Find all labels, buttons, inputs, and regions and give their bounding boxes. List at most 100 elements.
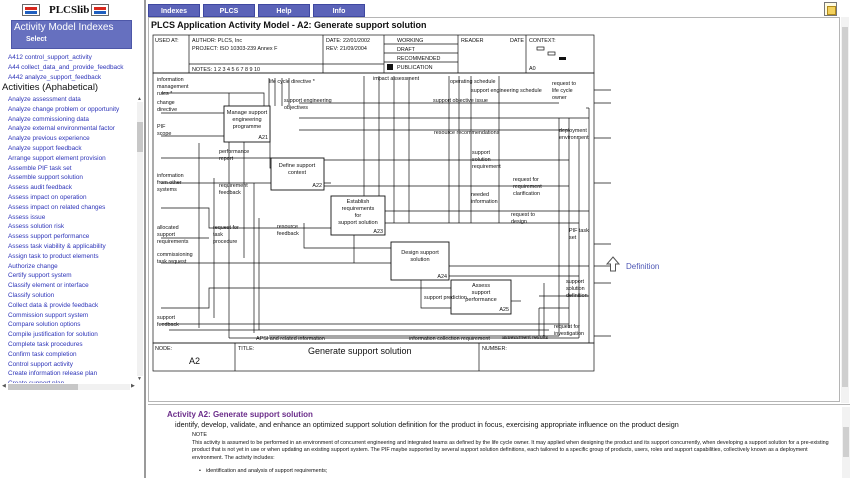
activity-link[interactable]: Complete task procedures bbox=[8, 340, 83, 348]
arrow-label: information collection requirement bbox=[409, 336, 490, 342]
page-title: PLCS Application Activity Model - A2: Ge… bbox=[151, 20, 427, 30]
svg-text:A21: A21 bbox=[258, 135, 268, 141]
arrow-label: performance bbox=[219, 149, 249, 155]
activity-box-a24[interactable]: Design support solution A24 bbox=[390, 241, 450, 281]
flag-icon bbox=[91, 4, 109, 16]
activity-link[interactable]: Analyze external environmental factor bbox=[8, 125, 115, 133]
activity-link[interactable]: Classify element or interface bbox=[8, 282, 89, 290]
select-label[interactable]: Select bbox=[26, 36, 47, 43]
svg-text:Assess: Assess bbox=[472, 283, 490, 289]
activity-link[interactable]: Certify support system bbox=[8, 272, 72, 280]
svg-text:A22: A22 bbox=[312, 183, 322, 189]
arrow-label: support prediction bbox=[424, 295, 467, 301]
definition-link[interactable]: Definition bbox=[606, 256, 666, 274]
scroll-up-icon[interactable]: ▲ bbox=[137, 96, 142, 102]
activity-link[interactable]: Analyze previous experience bbox=[8, 135, 90, 143]
activity-link[interactable]: Analyze commissioning data bbox=[8, 115, 89, 123]
up-arrow-icon bbox=[606, 256, 620, 272]
activity-box-a22[interactable]: Define support context A22 bbox=[270, 157, 325, 191]
arrow-label: feedback bbox=[157, 322, 179, 328]
print-icon[interactable] bbox=[824, 2, 837, 16]
svg-text:programme: programme bbox=[233, 124, 262, 130]
scroll-right-icon[interactable]: ▶ bbox=[131, 383, 135, 389]
activity-link[interactable]: Confirm task completion bbox=[8, 350, 77, 358]
activity-link[interactable]: Assess issue bbox=[8, 213, 46, 221]
activity-link[interactable]: Assess task viability & applicability bbox=[8, 242, 106, 250]
author-text: AUTHOR: PLCS, Inc bbox=[192, 38, 242, 44]
arrow-label: directive bbox=[157, 107, 177, 113]
scroll-thumb[interactable] bbox=[137, 122, 143, 152]
scroll-down-icon[interactable]: ▼ bbox=[137, 376, 142, 382]
activity-link[interactable]: Assemble PIF task set bbox=[8, 164, 72, 172]
activity-link[interactable]: Arrange support element provision bbox=[8, 154, 106, 162]
activity-link[interactable]: Create support plan bbox=[8, 379, 136, 383]
app-title: PLCSlib bbox=[49, 4, 90, 16]
index-selector[interactable]: Activity Model Indexes Select bbox=[11, 20, 132, 49]
definition-label[interactable]: Definition bbox=[626, 262, 660, 271]
activity-link[interactable]: Control support activity bbox=[8, 360, 73, 368]
activity-link[interactable]: Assess impact on operation bbox=[8, 193, 87, 201]
activity-box-a21[interactable]: Manage support engineering programme A21 bbox=[223, 105, 271, 143]
activity-link[interactable]: Assess impact on related changes bbox=[8, 203, 106, 211]
diagram-vertical-scrollbar[interactable] bbox=[841, 17, 849, 403]
diagram-frame: PLCS Application Activity Model - A2: Ge… bbox=[148, 17, 840, 402]
arrow-label: life cycle directive * bbox=[269, 79, 316, 85]
reader-text: READER bbox=[461, 38, 484, 44]
nav-link[interactable]: A412 control_support_activity bbox=[8, 54, 92, 61]
scroll-thumb[interactable] bbox=[8, 384, 78, 390]
scroll-thumb[interactable] bbox=[843, 427, 849, 457]
diagram-footer: NODE: A2 TITLE: Generate support solutio… bbox=[152, 342, 595, 372]
flag-icon bbox=[22, 4, 40, 16]
activity-link[interactable]: Assign task to product elements bbox=[8, 252, 99, 260]
activity-link[interactable]: Assess solution risk bbox=[8, 223, 65, 231]
activity-link[interactable]: Assemble support solution bbox=[8, 174, 83, 182]
nav-horizontal-scrollbar[interactable]: ◀ ▶ bbox=[2, 383, 136, 391]
menu-help[interactable]: Help bbox=[258, 4, 310, 17]
arrow-label: APSI and related information bbox=[256, 336, 325, 342]
note-label: NOTE bbox=[192, 432, 207, 438]
activity-link[interactable]: Collect data & provide feedback bbox=[8, 301, 99, 309]
arrow-label: report bbox=[219, 156, 234, 162]
activity-link[interactable]: Analyze change problem or opportunity bbox=[8, 105, 120, 113]
nav-link[interactable]: A44 collect_data_and_provide_feedback bbox=[8, 63, 124, 71]
scroll-track[interactable] bbox=[137, 102, 143, 376]
arrow-label: feedback bbox=[219, 190, 241, 196]
svg-text:engineering: engineering bbox=[232, 117, 261, 123]
activity-link[interactable]: Authorize change bbox=[8, 262, 58, 270]
arrow-label: systems bbox=[157, 187, 177, 193]
activity-link[interactable]: Compare solution options bbox=[8, 321, 81, 329]
activity-link[interactable]: Classify solution bbox=[8, 291, 55, 299]
activity-title: Activity A2: Generate support solution bbox=[167, 410, 313, 419]
description-bullet: identification and analysis of support r… bbox=[199, 468, 327, 474]
menu-info[interactable]: Info bbox=[313, 4, 365, 17]
svg-text:context: context bbox=[288, 170, 306, 176]
context-text: CONTEXT: bbox=[529, 38, 556, 44]
arrow-label: deployment bbox=[559, 128, 587, 134]
activity-link[interactable]: Commission support system bbox=[8, 311, 89, 319]
arrow-labels: information management rules * change di… bbox=[157, 76, 589, 342]
scroll-left-icon[interactable]: ◀ bbox=[2, 383, 6, 389]
recommended-text: RECOMMENDED bbox=[397, 56, 441, 62]
nav-vertical-scrollbar[interactable]: ▲ ▼ bbox=[136, 96, 144, 382]
activity-link[interactable]: Create information release plan bbox=[8, 370, 98, 378]
rev-text: REV: 21/09/2004 bbox=[326, 46, 367, 52]
publication-text: PUBLICATION bbox=[397, 65, 433, 71]
activity-link[interactable]: Compile justification for solution bbox=[8, 331, 98, 339]
arrow-label: request to bbox=[511, 212, 535, 218]
activity-box-a23[interactable]: Establish requirements for support solut… bbox=[330, 195, 386, 236]
description-vertical-scrollbar[interactable] bbox=[842, 407, 850, 478]
activity-link[interactable]: Analyze support feedback bbox=[8, 144, 82, 152]
scroll-thumb[interactable] bbox=[842, 27, 848, 387]
activity-box-a25[interactable]: Assess support performance A25 bbox=[450, 279, 512, 315]
activity-link[interactable]: Assess support performance bbox=[8, 233, 90, 241]
arrow-label: feedback bbox=[277, 231, 299, 237]
arrow-label: requirement bbox=[472, 164, 501, 170]
activity-link[interactable]: Assess audit feedback bbox=[8, 184, 72, 192]
nav-link[interactable]: A442 analyze_support_feedback bbox=[8, 73, 102, 81]
left-navigation-frame: PLCSlib Activity Model Indexes Select A4… bbox=[0, 0, 146, 478]
menu-indexes[interactable]: Indexes bbox=[148, 4, 200, 17]
menu-plcs[interactable]: PLCS bbox=[203, 4, 255, 17]
activity-link[interactable]: Analyze assessment data bbox=[8, 96, 81, 103]
arrow-label: solution bbox=[472, 157, 491, 163]
svg-text:Establish: Establish bbox=[347, 199, 370, 205]
